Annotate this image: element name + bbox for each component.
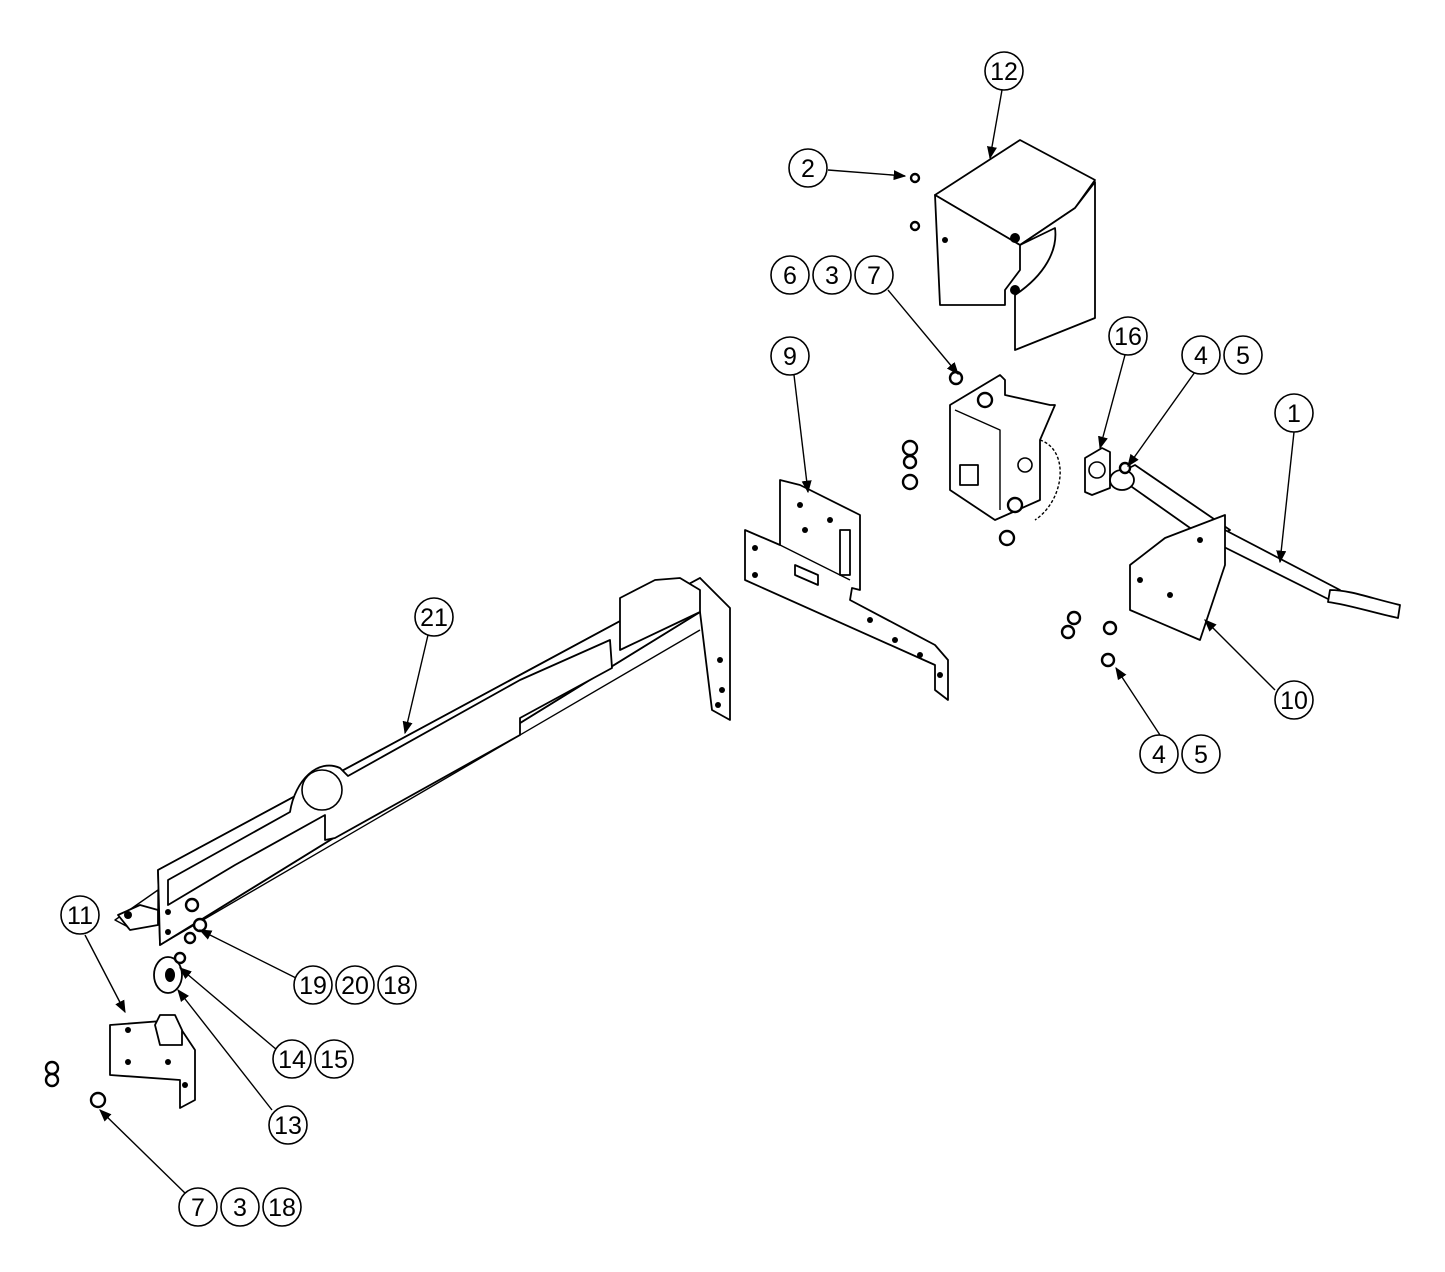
- callout-10: 10: [1274, 680, 1314, 720]
- bolt-icon: [909, 220, 921, 232]
- callout-label: 12: [990, 58, 1018, 86]
- part-1-crank-handle: [1109, 461, 1401, 619]
- callout-label: 9: [783, 343, 797, 371]
- callout-label: 18: [268, 1194, 296, 1222]
- part-11-bracket: [44, 1014, 196, 1109]
- callout-label: 18: [383, 972, 411, 1000]
- callout-21: 21: [414, 597, 454, 637]
- callout-label: 16: [1114, 323, 1142, 351]
- bolt-icon: [1060, 624, 1076, 640]
- bolt-icon: [902, 454, 918, 470]
- callout-label: 15: [320, 1046, 348, 1074]
- callout-label: 4: [1152, 741, 1166, 769]
- winch-gear-assembly: [901, 370, 1061, 547]
- bolt-icon: [183, 931, 197, 945]
- callout-label: 5: [1236, 342, 1250, 370]
- bolt-icon: [1066, 610, 1082, 626]
- bolt-icon: [948, 370, 964, 386]
- callout-9: 9: [770, 336, 810, 376]
- part-13-roller: [153, 951, 187, 994]
- callout-label: 4: [1194, 342, 1208, 370]
- callout-2: 2: [788, 148, 828, 188]
- callout-11: 11: [60, 895, 100, 935]
- callout-19-20-18: 19 20 18: [293, 965, 417, 1005]
- callout-label: 3: [825, 262, 839, 290]
- bolt-icon: [173, 951, 187, 965]
- bolt-icon: [192, 917, 208, 933]
- callout-label: 2: [801, 155, 815, 183]
- bolt-icon: [901, 473, 919, 491]
- bolt-icon: [998, 529, 1016, 547]
- bolt-icon: [44, 1060, 60, 1076]
- callout-label: 21: [420, 604, 448, 632]
- bolt-icon: [89, 1091, 107, 1109]
- part-21-frame-rail: [114, 577, 731, 946]
- bolt-icon: [1100, 652, 1116, 668]
- callout-12: 12: [984, 51, 1024, 91]
- part-12-cover: [909, 139, 1096, 351]
- callout-16: 16: [1108, 316, 1148, 356]
- callout-4-5-top: 4 5: [1181, 335, 1263, 375]
- leader-lines: [84, 89, 1295, 1196]
- callout-7-3-18: 7 3 18: [178, 1187, 302, 1227]
- callout-label: 7: [191, 1194, 205, 1222]
- callout-label: 3: [233, 1194, 247, 1222]
- bolt-icon: [44, 1072, 60, 1088]
- callout-label: 5: [1194, 741, 1208, 769]
- callout-label: 20: [341, 972, 369, 1000]
- bolt-icon: [909, 172, 921, 184]
- part-9-mounting-plate: [744, 479, 949, 701]
- callout-label: 7: [867, 262, 881, 290]
- callout-1: 1: [1274, 393, 1314, 433]
- callout-label: 10: [1280, 687, 1308, 715]
- callout-bubbles: 12 2 6 3 7 9 16 4 5 1: [60, 51, 1314, 1227]
- bolt-icon: [1006, 496, 1024, 514]
- callout-6-3-7: 6 3 7: [770, 255, 894, 295]
- callout-label: 11: [67, 902, 93, 930]
- bolt-icon: [184, 897, 200, 913]
- callout-4-5-bottom: 4 5: [1139, 734, 1221, 774]
- callout-label: 6: [783, 262, 797, 290]
- callout-label: 19: [299, 972, 327, 1000]
- callout-label: 14: [278, 1046, 306, 1074]
- callout-label: 13: [274, 1112, 302, 1140]
- part-16-spacer: [1084, 447, 1111, 496]
- bolt-icon: [901, 439, 919, 457]
- callout-14-15: 14 15: [272, 1039, 354, 1079]
- bolt-icon: [1102, 620, 1118, 636]
- bolt-icon: [976, 391, 994, 409]
- callout-label: 1: [1287, 400, 1301, 428]
- part-10-handle-bracket: [1060, 514, 1226, 668]
- callout-13: 13: [268, 1105, 308, 1145]
